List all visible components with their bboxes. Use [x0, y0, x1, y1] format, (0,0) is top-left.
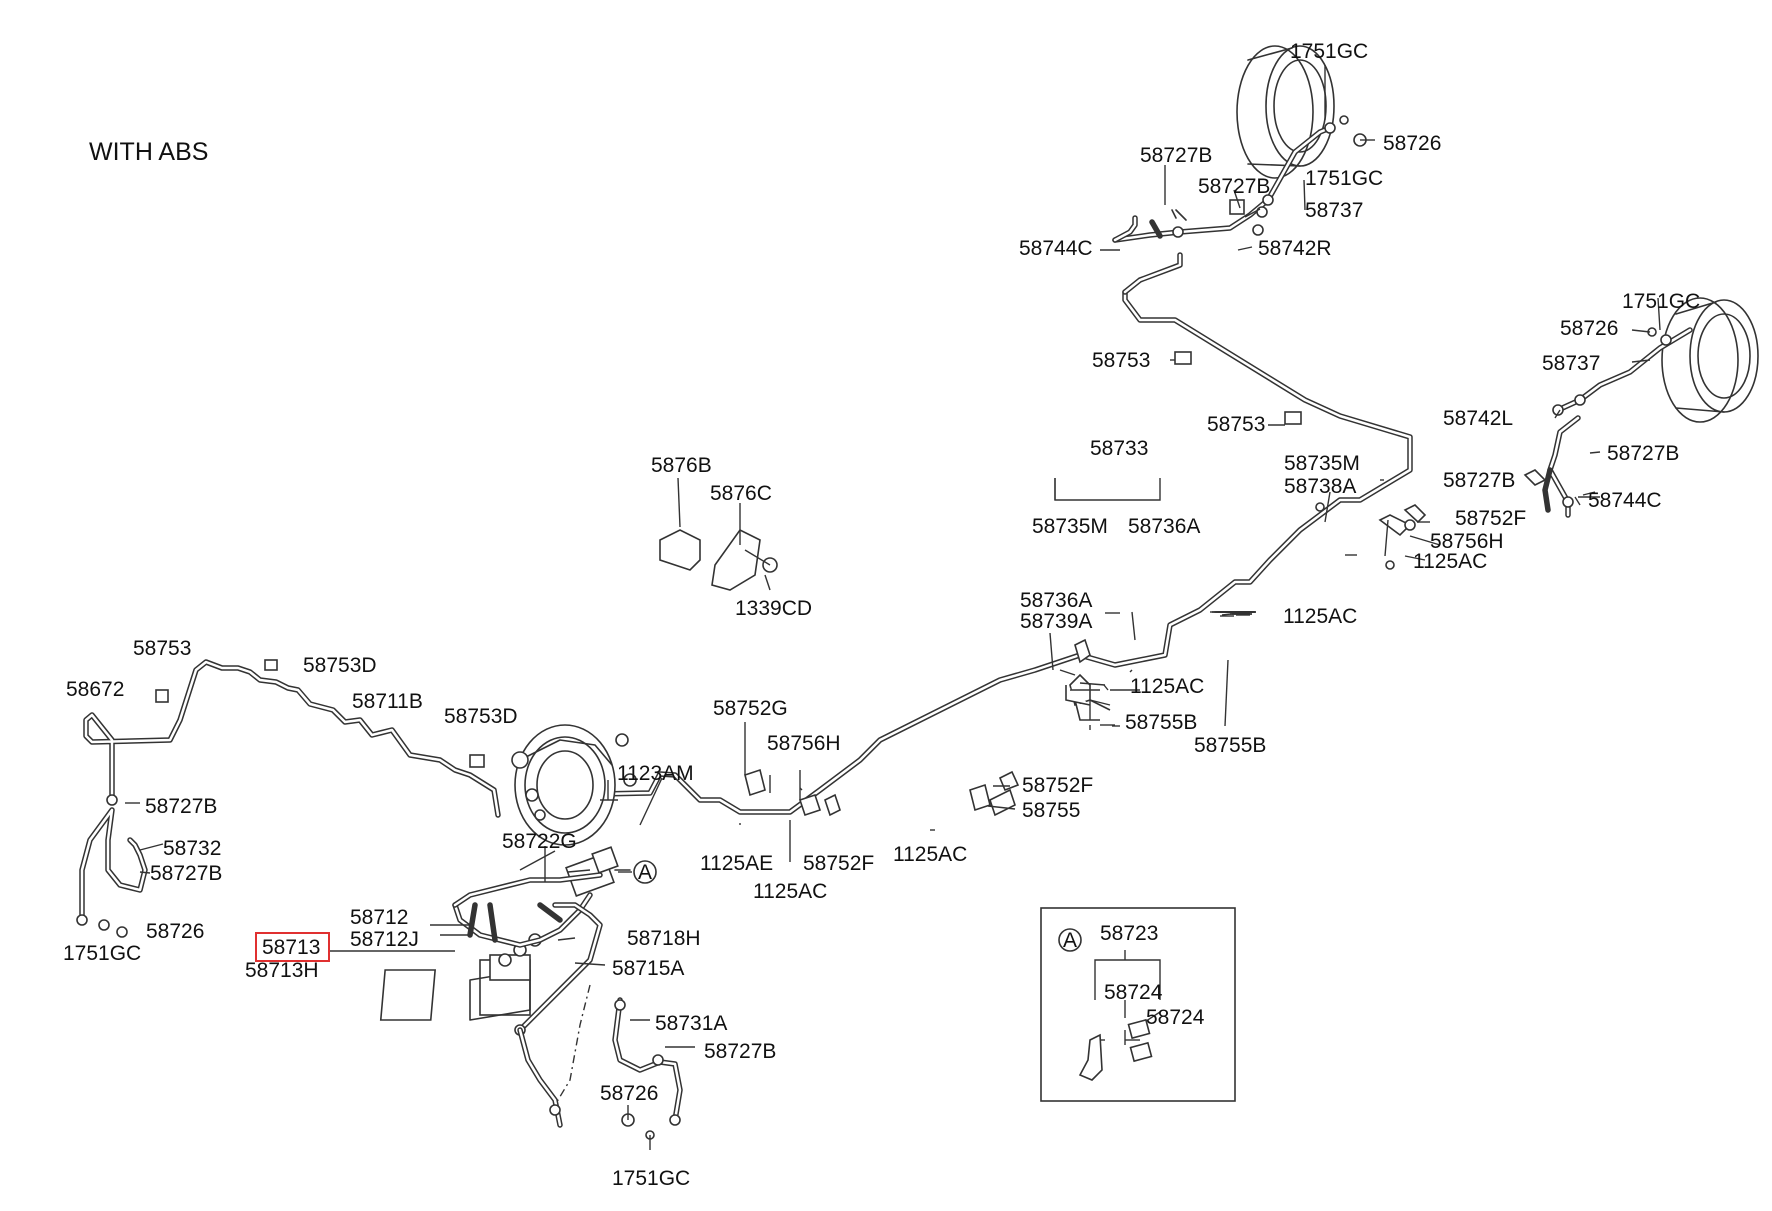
- part-label: 58727B: [1607, 442, 1679, 465]
- bracket-5876: [659, 528, 778, 591]
- highlighted-part-label: 58713: [262, 936, 320, 959]
- part-label: 58735M: [1032, 515, 1108, 538]
- part-label: 58755B: [1194, 734, 1266, 757]
- detail-view-ref-letter: A: [1063, 929, 1077, 952]
- part-label: 1125AC: [893, 843, 967, 866]
- part-label: 58724: [1146, 1006, 1205, 1029]
- part-label: 58752F: [1455, 507, 1526, 530]
- part-label: 58736A: [1020, 589, 1092, 612]
- part-label: 1125AC: [1283, 605, 1357, 628]
- part-label: 58713H: [245, 959, 319, 982]
- main-brake-line: [557, 252, 1413, 828]
- right-rear-pipe: [1542, 327, 1693, 518]
- part-label: 58753D: [444, 705, 518, 728]
- part-label: 58726: [1560, 317, 1618, 340]
- part-label: 58711B: [352, 690, 423, 713]
- part-label: 1125AE: [700, 852, 773, 875]
- part-label: 58718H: [627, 927, 701, 950]
- left-flex-hose: [76, 807, 148, 938]
- part-label: 58736A: [1128, 515, 1200, 538]
- part-label: 58731A: [655, 1012, 727, 1035]
- parts-drawing: [76, 45, 1759, 1140]
- part-label: 58727B: [704, 1040, 776, 1063]
- part-label: 1751GC: [1622, 290, 1700, 313]
- clips: [155, 351, 1547, 817]
- part-label: 58744C: [1588, 489, 1662, 512]
- part-label: 5876C: [710, 482, 772, 505]
- part-label: 58739A: [1020, 610, 1092, 633]
- part-label: 58752G: [713, 697, 788, 720]
- abs-lines: [452, 872, 603, 1128]
- left-front-line: [83, 659, 501, 818]
- part-label: 58756H: [767, 732, 841, 755]
- leader-lines: [125, 65, 1661, 1150]
- part-label: 58753: [133, 637, 191, 660]
- part-label: 1123AM: [617, 762, 694, 785]
- part-label: 1125AC: [1130, 675, 1204, 698]
- part-label: 58727B: [1443, 469, 1515, 492]
- part-label: 58737: [1305, 199, 1363, 222]
- dash-line: [554, 984, 591, 1106]
- part-label: 58726: [1383, 132, 1441, 155]
- part-label: 58753: [1207, 413, 1265, 436]
- brake-booster: [511, 724, 637, 846]
- part-label: 58726: [600, 1082, 658, 1105]
- part-label: 58753: [1092, 349, 1150, 372]
- part-label: 58722G: [502, 830, 577, 853]
- part-label: 58756H: [1430, 530, 1504, 553]
- callout-ref-letter: A: [638, 861, 652, 884]
- part-label: 58744C: [1019, 237, 1093, 260]
- part-label: 58727B: [1198, 175, 1270, 198]
- part-label: 58712J: [350, 928, 419, 951]
- part-label: 1751GC: [1290, 40, 1368, 63]
- upper-right-pipe: [1112, 115, 1367, 243]
- part-label: 58723: [1100, 922, 1158, 945]
- rear-drum-right-upper: [1236, 45, 1335, 179]
- callout-ref-a: A: [618, 860, 657, 884]
- diagram-title: WITH ABS: [89, 138, 208, 166]
- part-label: 1751GC: [1305, 167, 1383, 190]
- part-label: 58752F: [1022, 774, 1093, 797]
- part-label: 58727B: [145, 795, 217, 818]
- part-label: 58733: [1090, 437, 1148, 460]
- highlight-box: [255, 932, 330, 962]
- part-label: 58752F: [803, 852, 874, 875]
- detail-view-a: A: [1040, 907, 1236, 1102]
- part-label: 58732: [163, 837, 221, 860]
- part-label: 58712: [350, 906, 408, 929]
- part-label: 5876B: [651, 454, 712, 477]
- part-label: 58715A: [612, 957, 684, 980]
- part-label: 58737: [1542, 352, 1600, 375]
- part-labels: 1751GC 58726 58727B 58727B 1751GC 58737 …: [63, 40, 1700, 1190]
- part-label: 58735M: [1284, 452, 1360, 475]
- part-label: 1339CD: [735, 597, 812, 620]
- part-label: 58738A: [1284, 475, 1356, 498]
- part-label: 58755B: [1125, 711, 1197, 734]
- abs-module: [379, 933, 542, 1021]
- part-label: 1751GC: [63, 942, 141, 965]
- part-label: 1751GC: [612, 1167, 690, 1190]
- part-label: 58672: [66, 678, 124, 701]
- part-label: 58724: [1104, 981, 1163, 1004]
- rear-drum-right-lower: [1661, 297, 1759, 423]
- part-label: 58753D: [303, 654, 377, 677]
- part-label: 58727B: [150, 862, 222, 885]
- part-label: 58726: [146, 920, 204, 943]
- part-label: 58742R: [1258, 237, 1332, 260]
- part-label: 58727B: [1140, 144, 1212, 167]
- part-label: 1125AC: [1413, 550, 1487, 573]
- part-label: 58742L: [1443, 407, 1513, 430]
- part-label: 1125AC: [753, 880, 827, 903]
- part-label: 58755: [1022, 799, 1080, 822]
